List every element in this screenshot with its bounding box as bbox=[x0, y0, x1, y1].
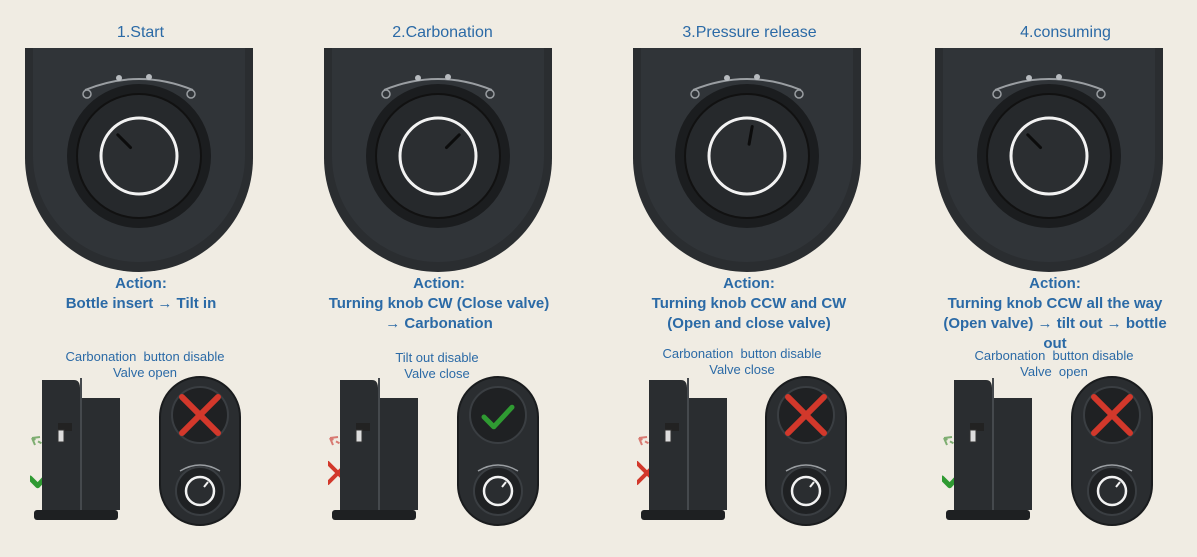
action-line: Turning knob CCW all the way bbox=[947, 295, 1163, 312]
side-view-diagram bbox=[637, 378, 727, 520]
knob-icon bbox=[707, 116, 787, 196]
status-line: Valve open bbox=[1020, 364, 1088, 379]
action-line: out bbox=[1043, 335, 1067, 352]
status-line: Carbonation button disable bbox=[974, 348, 1134, 363]
machine-side-view bbox=[34, 378, 120, 520]
status-line: Valve close bbox=[404, 366, 470, 381]
side-view-diagram bbox=[30, 378, 120, 520]
cross-icon bbox=[1091, 394, 1133, 436]
valve-indicator-arc bbox=[84, 78, 194, 91]
carbonation-button bbox=[469, 386, 527, 444]
action-heading: Action: bbox=[413, 275, 465, 292]
action-line: (Open valve) → tilt out → bottle bbox=[943, 315, 1167, 332]
step-title: 1.Start bbox=[116, 24, 165, 41]
front-view-diagram bbox=[765, 376, 847, 526]
knob-icon bbox=[1009, 116, 1089, 196]
step-title: 3.Pressure release bbox=[682, 24, 817, 41]
cross-icon bbox=[785, 394, 827, 436]
knob-pointer bbox=[1026, 133, 1043, 150]
knob-icon bbox=[1096, 475, 1128, 507]
knob-pointer bbox=[747, 124, 754, 146]
action-description: Action: Turning knob CCW all the way (Open… bbox=[905, 274, 1197, 354]
knob-icon bbox=[184, 475, 216, 507]
step-title: 2.Carbonation bbox=[392, 24, 493, 41]
action-description: Action: Turning knob CCW and CW (Open and … bbox=[599, 274, 899, 334]
machine-side-view bbox=[946, 378, 1032, 520]
front-view-diagram bbox=[1071, 376, 1153, 526]
status-line: Carbonation button disable bbox=[65, 349, 225, 364]
action-line: → Carbonation bbox=[385, 315, 493, 332]
action-line: Bottle insert → Tilt in bbox=[65, 295, 217, 312]
machine-side-view bbox=[641, 378, 727, 520]
action-heading: Action: bbox=[1029, 275, 1081, 292]
valve-indicator-arc bbox=[383, 78, 493, 91]
cross-icon bbox=[179, 394, 221, 436]
device-top-view bbox=[324, 48, 552, 272]
action-line: Turning knob CW (Close valve) bbox=[328, 295, 550, 312]
front-view-diagram bbox=[457, 376, 539, 526]
action-heading: Action: bbox=[115, 275, 167, 292]
check-icon bbox=[481, 404, 515, 430]
valve-indicator-arc bbox=[692, 78, 802, 91]
action-description: Action: Bottle insert → Tilt in bbox=[0, 274, 291, 314]
knob-pointer bbox=[116, 133, 133, 150]
device-top-view bbox=[25, 48, 253, 272]
machine-side-view bbox=[332, 378, 418, 520]
knob-icon bbox=[790, 475, 822, 507]
action-description: Action: Turning knob CW (Close valve) → Ca… bbox=[289, 274, 589, 334]
knob-pointer bbox=[444, 133, 461, 150]
valve-indicator-arc bbox=[994, 78, 1104, 91]
side-view-diagram bbox=[942, 378, 1032, 520]
step-title: 4.consuming bbox=[1020, 24, 1111, 41]
device-top-view bbox=[935, 48, 1163, 272]
front-view-diagram bbox=[159, 376, 241, 526]
status-line: Valve open bbox=[112, 365, 178, 380]
action-heading: Action: bbox=[723, 275, 775, 292]
action-line: Turning knob CCW and CW bbox=[651, 295, 847, 312]
status-line: Tilt out disable bbox=[395, 350, 479, 365]
knob-icon bbox=[99, 116, 179, 196]
status-line: Carbonation button disable bbox=[662, 346, 822, 361]
side-view-diagram bbox=[328, 378, 418, 520]
knob-icon bbox=[482, 475, 514, 507]
knob-icon bbox=[398, 116, 478, 196]
action-line: (Open and close valve) bbox=[667, 315, 831, 332]
device-top-view bbox=[633, 48, 861, 272]
status-line: Valve close bbox=[709, 362, 775, 377]
